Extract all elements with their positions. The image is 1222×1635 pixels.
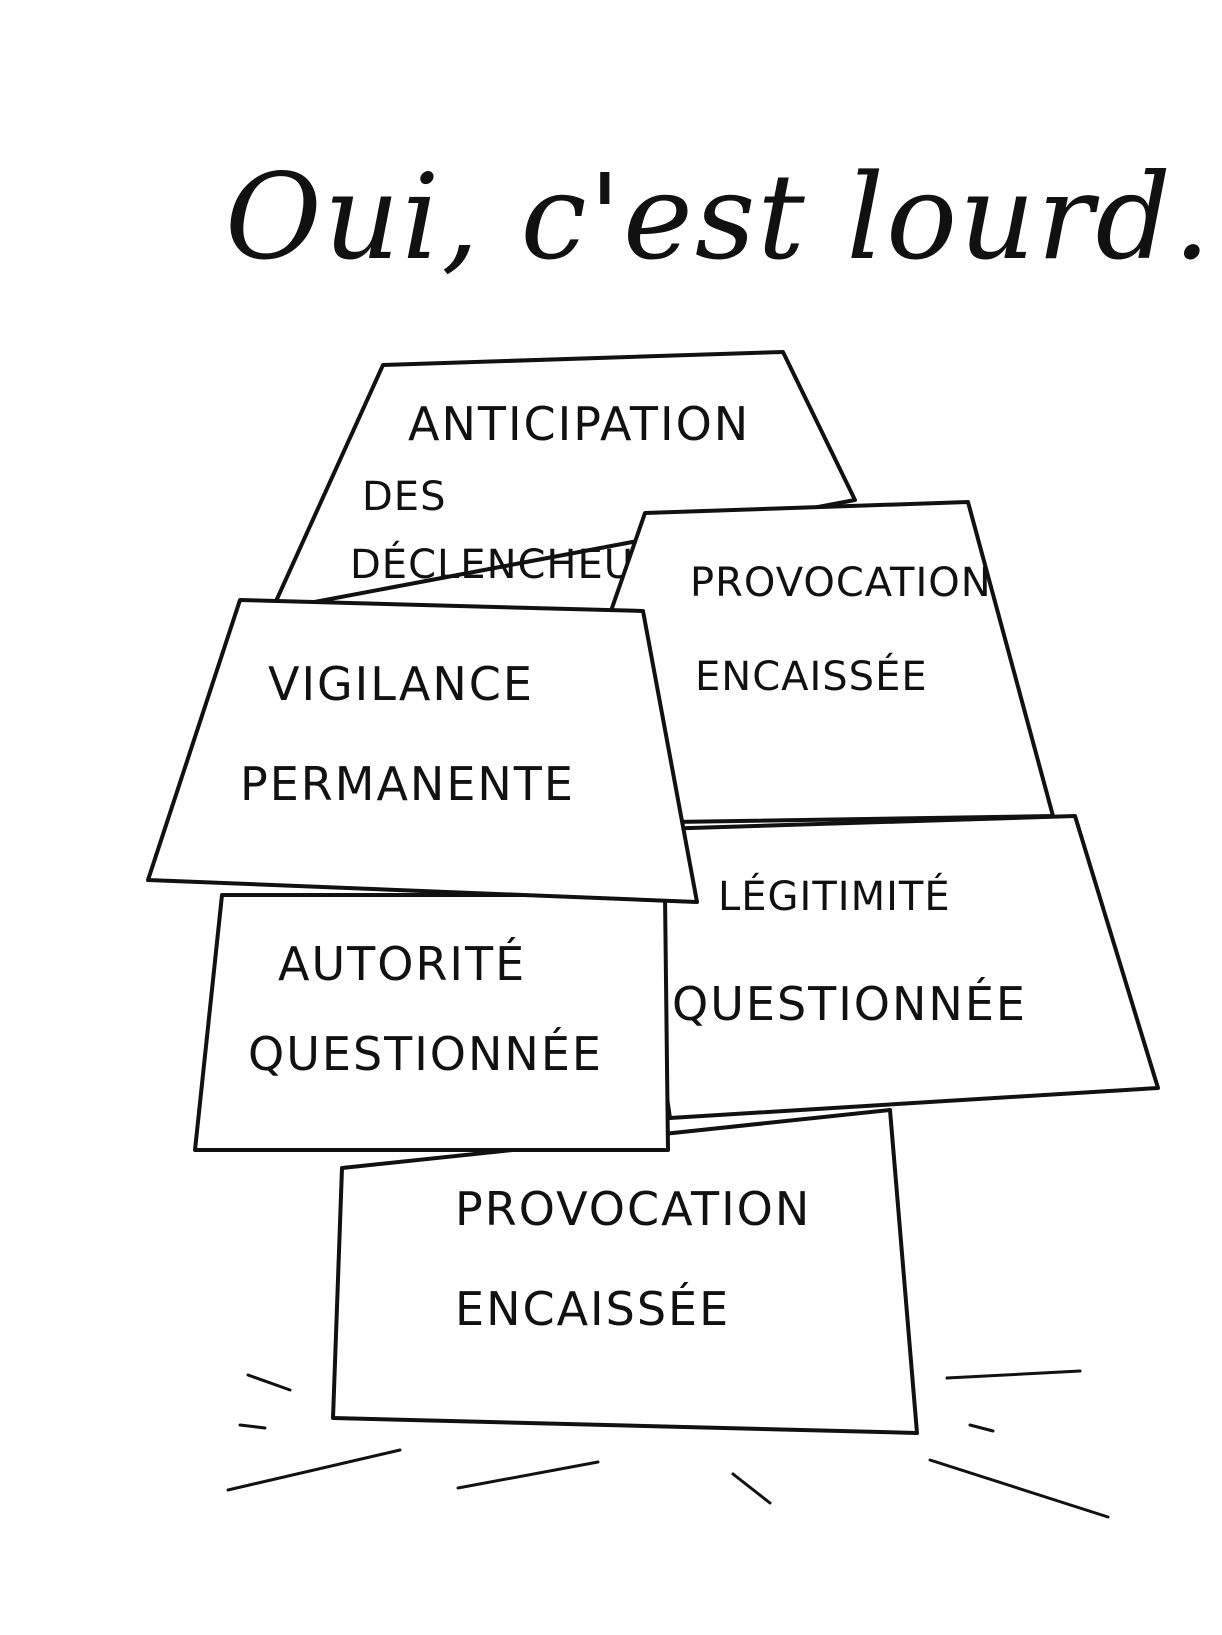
block-vigilance-line1: VIGILANCE: [268, 657, 534, 711]
block-autorite-line2: QUESTIONNÉE: [248, 1027, 603, 1081]
impact-line: [968, 1423, 995, 1433]
block-anticipation-shape: [270, 350, 857, 612]
block-provocation-bottom-line2: ENCAISSÉE: [455, 1282, 730, 1336]
block-autorite-line1: AUTORITÉ: [278, 937, 526, 991]
block-provocation-bottom-line1: PROVOCATION: [455, 1182, 811, 1236]
impact-line: [226, 1448, 402, 1492]
impact-line: [456, 1460, 600, 1490]
block-anticipation-line2: DES: [362, 474, 446, 520]
impact-line: [238, 1423, 267, 1430]
block-provocation-top: PROVOCATION ENCAISSÉE: [610, 500, 1055, 824]
block-autorite: AUTORITÉ QUESTIONNÉE: [193, 893, 670, 1152]
block-provocation-bottom: PROVOCATION ENCAISSÉE: [331, 1108, 919, 1435]
block-legitimite-line1: LÉGITIMITÉ: [718, 872, 951, 920]
block-legitimite-shape: [626, 814, 1160, 1120]
block-anticipation-line1: ANTICIPATION: [408, 397, 750, 451]
impact-line: [945, 1369, 1082, 1380]
block-provocation-top-line2: ENCAISSÉE: [695, 652, 928, 700]
block-vigilance-line2: PERMANENTE: [240, 757, 575, 811]
block-provocation-top-shape: [610, 500, 1055, 824]
block-vigilance-shape: [146, 598, 699, 904]
block-autorite-shape: [193, 893, 670, 1152]
page-title: Oui, c'est lourd.: [225, 148, 1213, 286]
block-legitimite: LÉGITIMITÉ QUESTIONNÉE: [626, 814, 1160, 1120]
impact-line: [928, 1458, 1110, 1519]
block-legitimite-line2: QUESTIONNÉE: [672, 977, 1027, 1031]
impact-line: [731, 1472, 772, 1505]
block-provocation-bottom-shape: [331, 1108, 919, 1435]
impact-line: [246, 1373, 292, 1392]
impact-lines: [226, 1369, 1110, 1519]
block-provocation-top-line1: PROVOCATION: [690, 560, 992, 606]
block-vigilance: VIGILANCE PERMANENTE: [146, 598, 699, 904]
